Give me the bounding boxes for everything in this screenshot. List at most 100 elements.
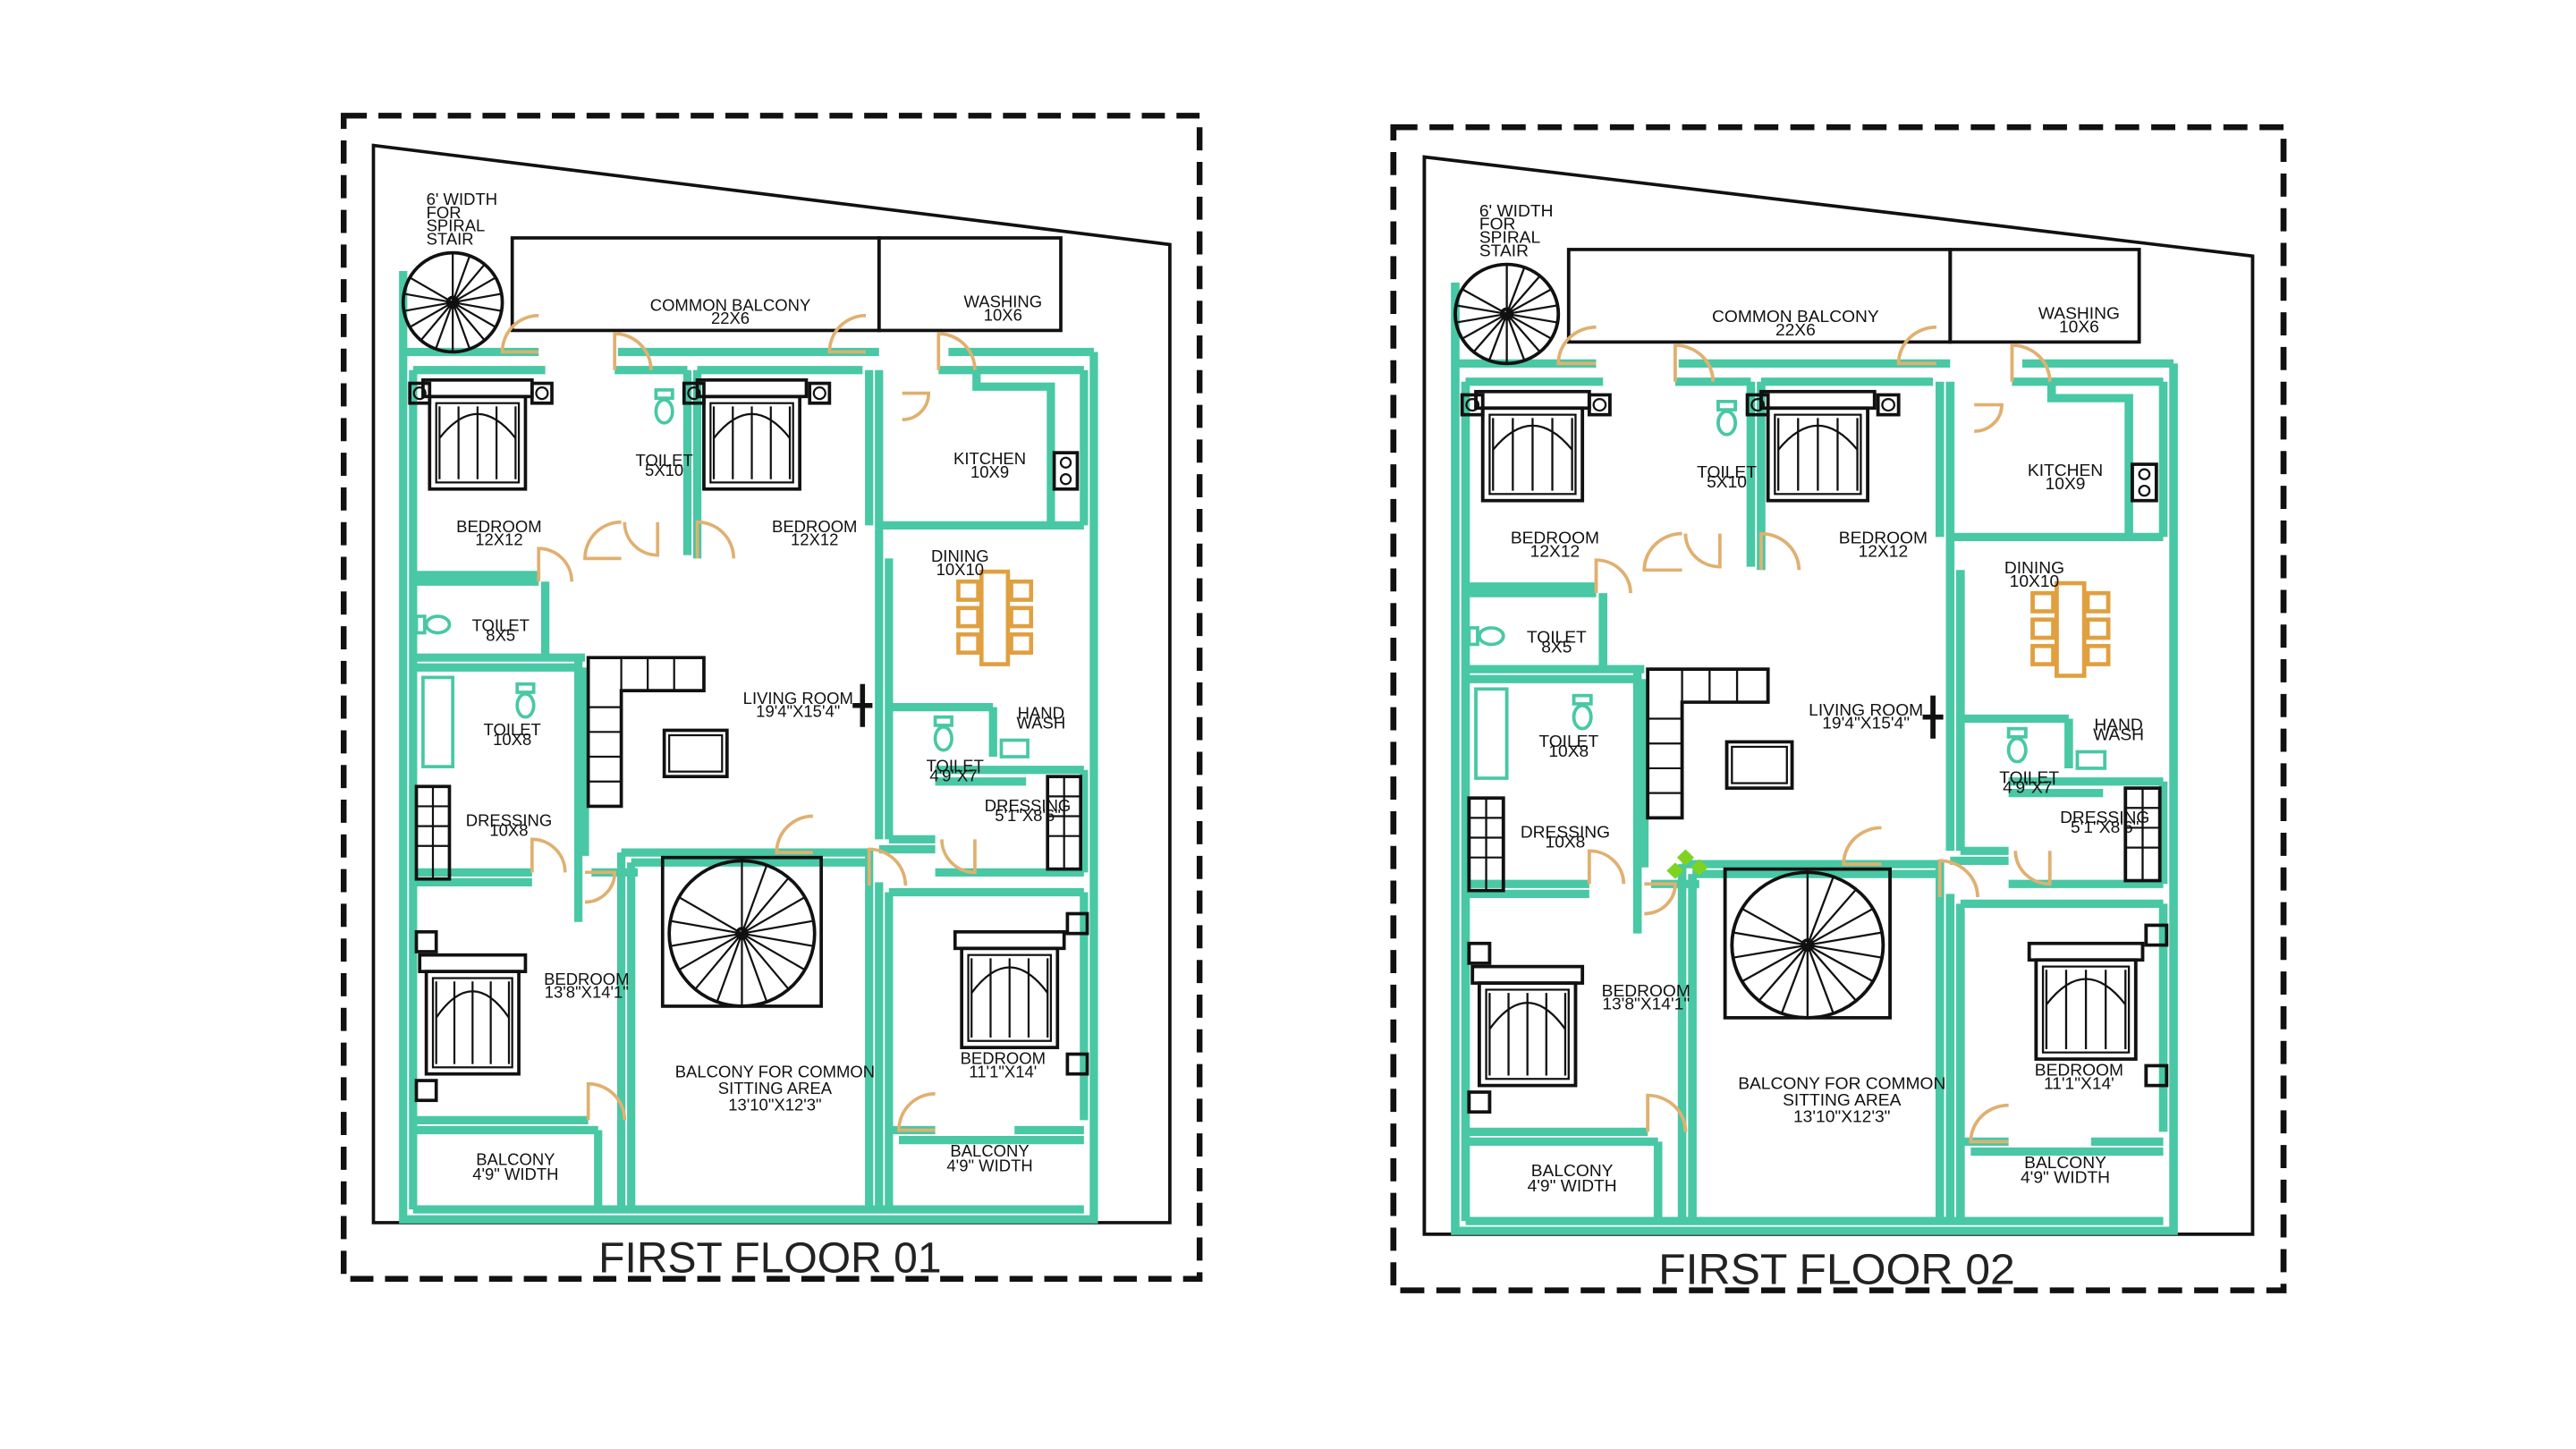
door-swing-icon [1896,325,1936,366]
stair-tread-icon [1733,931,1809,946]
room-label-toilet-c: 10X8 [493,730,531,749]
lamp-icon [1592,397,1607,412]
headboard-icon [421,378,534,399]
stair-tread-icon [1487,313,1508,361]
bed-icon [1774,413,1862,496]
room-label-dressing-b: DRESSING [2060,808,2149,826]
door-swing-icon [613,332,653,370]
room-label-kitchen: KITCHEN [953,449,1026,468]
room-label-toilet-b: TOILET [1527,628,1587,647]
stair-tread-icon [452,263,486,303]
stove-icon [1052,451,1080,491]
stair-tread-icon [409,276,453,303]
stair-well-outline [1723,867,1892,1020]
lamp-icon [535,386,549,401]
room-label-dressing-a: 10X8 [1546,833,1586,852]
toilet-tank-icon [1572,693,1593,706]
room-label-balcony-common: SITTING AREA [718,1079,833,1097]
room-label-hand-wash: HAND [1018,704,1064,723]
wall-line [399,270,1098,1224]
stair-tread-icon [452,301,471,350]
stair-tread-icon [678,932,743,971]
room-label-washing: WASHING [2038,304,2120,323]
stair-tread-icon [1741,944,1809,983]
stair-tread-icon [403,301,453,312]
room-label-dining: 10X10 [2010,572,2060,590]
room-label-bed1: BEDROOM [456,517,541,536]
plant-icon [1666,862,1684,879]
door-swing-icon [2013,851,2052,886]
nightstand-icon [530,381,554,405]
chair-icon [1009,632,1034,655]
stair-tread-icon [1505,313,1526,361]
stair-tread-icon [741,932,806,971]
toilet-tank-icon [2006,726,2028,739]
room-label-spiral-stair: 6' WIDTH [1479,201,1554,220]
nightstand-icon [2144,1063,2169,1088]
toilet-bowl-icon [515,691,536,719]
door-swing-icon [897,1092,936,1132]
stair-well-outline [660,855,823,1008]
chair-icon [956,579,980,602]
room-label-common-balcony: COMMON BALCONY [650,295,811,314]
room-label-bed1: 12X12 [1530,542,1580,561]
stair-tread-icon [1505,267,1526,315]
nightstand-icon [1745,393,1770,417]
room-label-toilet-a: TOILET [1697,462,1757,481]
door-swing-icon [867,847,908,886]
door-swing-icon [1594,558,1632,594]
coffee-table-icon [662,728,729,779]
chair-icon [2030,617,2055,640]
toilet-tank-icon [515,682,536,694]
coffee-table-icon [1724,740,1794,790]
headboard-icon [1470,964,1585,985]
headboard-icon [418,953,528,974]
toilet-icon [1572,693,1593,731]
chair-icon [1009,606,1034,629]
stair-tread-icon [1506,312,1558,324]
stair-tread-icon [1505,275,1541,315]
lamp-icon [1750,397,1766,412]
room-label-balcony-common: BALCONY FOR COMMON [1738,1074,1945,1093]
burner-icon [1059,473,1072,486]
stair-tread-icon [1807,908,1874,946]
stair-tread-icon [419,301,454,342]
door-swing-icon [1937,859,1979,898]
stair-tread-icon [741,932,790,990]
bathtub-icon [421,675,455,768]
bed-icon [970,966,1049,994]
door-swing-icon [1974,402,2004,433]
room-label-spiral-stair: STAIR [1479,242,1529,260]
stair-tread-icon [452,255,471,303]
chair-icon [2030,643,2055,666]
room-label-balcony-common: 13'10"X12'3" [728,1095,821,1114]
toilet-tank-icon [1716,400,1738,411]
room-label-spiral-stair: 6' WIDTH [427,190,497,208]
room-label-toilet-c: TOILET [484,720,541,739]
stair-tread-icon [1807,944,1883,959]
stair-tread-icon [1806,945,1835,1014]
door-swing-icon [902,391,931,422]
door-swing-icon [1644,882,1677,916]
chair-icon [2085,617,2111,640]
room-label-dining: 10X10 [936,560,984,579]
room-label-bed3: BEDROOM [544,970,629,988]
door-swing-icon [775,814,813,855]
lamp-icon [412,386,427,401]
nightstand-icon [1587,393,1612,417]
stove-icon [2131,462,2158,503]
nightstand-icon [1467,1090,1492,1114]
room-label-dressing-a: DRESSING [466,811,552,830]
stair-tread-icon [670,932,742,947]
stair-tread-icon [1455,312,1507,324]
nightstand-icon [1467,941,1492,965]
bed-icon [2041,965,2131,1054]
room-label-common-balcony: 22X6 [1775,320,1816,339]
room-label-dressing-b: 5'1"X8'6" [995,806,1061,825]
toilet-bowl-icon [2006,736,2028,764]
room-label-spiral-stair: STAIR [427,229,474,248]
room-label-toilet-d: 4'9"X7' [929,767,980,785]
room-label-toilet-c: TOILET [1538,732,1598,750]
stair-tread-icon [1462,313,1508,340]
